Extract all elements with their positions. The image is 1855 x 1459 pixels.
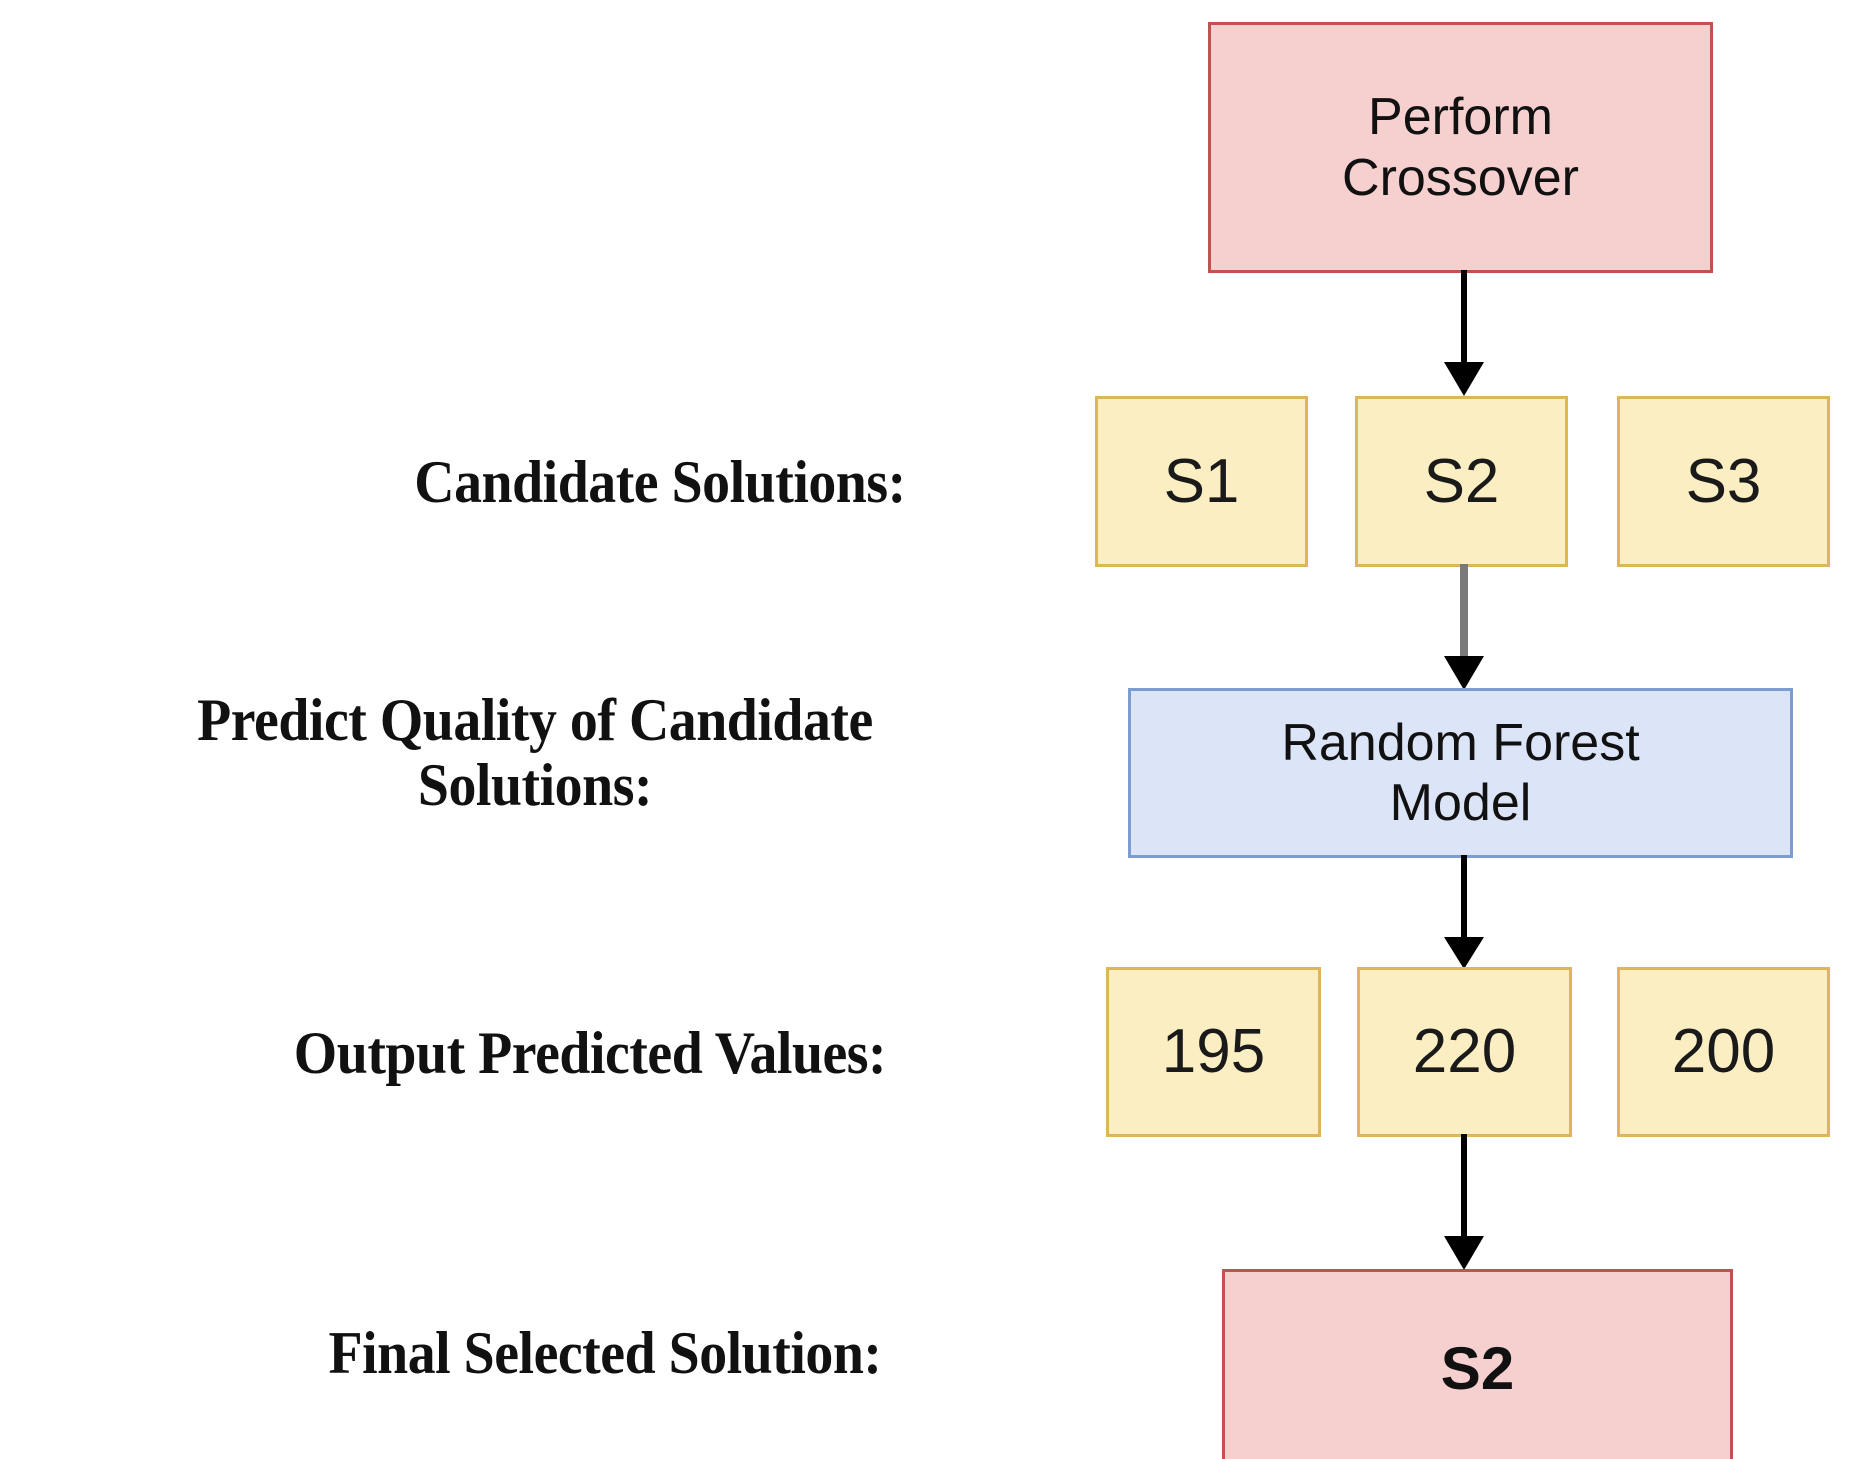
node-perform-crossover[interactable]: Perform Crossover bbox=[1208, 22, 1713, 273]
stage-label-final-selected-solution: Final Selected Solution: bbox=[328, 1320, 882, 1386]
arrow-random-forest-to-value-220 bbox=[1444, 855, 1484, 969]
candidate-solution-box-2[interactable]: S2 bbox=[1355, 396, 1568, 567]
candidate-solution-box-1[interactable]: S1 bbox=[1095, 396, 1308, 567]
arrow-s2-to-random-forest bbox=[1444, 564, 1484, 690]
node-random-forest-model[interactable]: Random Forest Model bbox=[1128, 688, 1793, 858]
arrow-value-220-to-final-solution bbox=[1444, 1134, 1484, 1270]
stage-label-candidate-solutions: Candidate Solutions: bbox=[414, 449, 906, 515]
candidate-solution-box-3[interactable]: S3 bbox=[1617, 396, 1830, 567]
node-final-selected-solution[interactable]: S2 bbox=[1222, 1269, 1733, 1459]
predicted-value-box-1[interactable]: 195 bbox=[1106, 967, 1321, 1137]
stage-label-output-predicted-values: Output Predicted Values: bbox=[293, 1020, 887, 1086]
stage-label-predict-quality: Predict Quality of Candidate Solutions: bbox=[197, 687, 873, 818]
arrow-crossover-to-s2 bbox=[1444, 270, 1484, 396]
predicted-value-box-2[interactable]: 220 bbox=[1357, 967, 1572, 1137]
predicted-value-box-3[interactable]: 200 bbox=[1617, 967, 1830, 1137]
